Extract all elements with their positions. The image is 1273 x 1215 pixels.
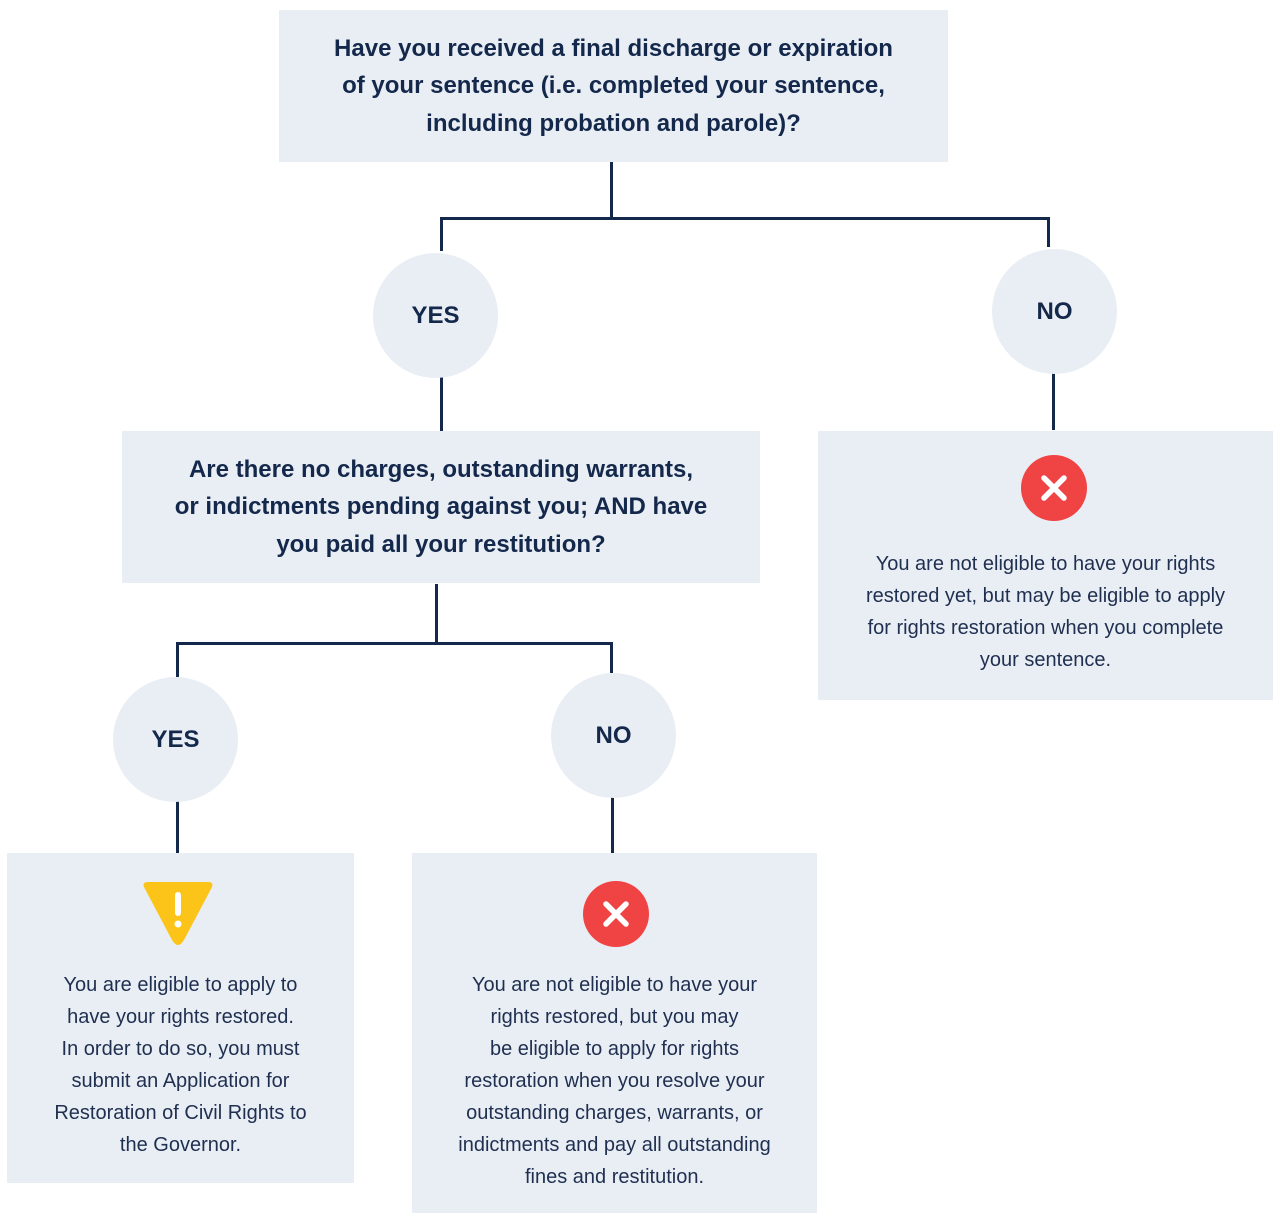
question-line: Have you received a final discharge or e… (334, 34, 893, 62)
connector-q2-yes-down (176, 642, 179, 677)
result-text: You are eligible to apply to have your r… (7, 969, 354, 1161)
connector-q2-no-down (610, 642, 613, 673)
result-line: indictments and pay all outstanding (458, 1134, 771, 1156)
result-line: You are eligible to apply to (63, 974, 298, 996)
warning-triangle-icon (140, 880, 216, 953)
connector-q2-no-to-result (611, 797, 614, 853)
connector-q2-down (435, 584, 438, 644)
result-line: rights restored, but you may (490, 1006, 739, 1028)
result-text: You are not eligible to have your rights… (412, 969, 817, 1193)
connector-q1-down (610, 162, 613, 219)
result-line: Restoration of Civil Rights to (54, 1102, 307, 1124)
question-line: Are there no charges, outstanding warran… (188, 455, 694, 483)
answer-no-circle: NO (992, 249, 1117, 374)
question-line: of your sentence (i.e. completed your se… (342, 72, 885, 100)
result-line: outstanding charges, warrants, or (466, 1102, 763, 1124)
connector-no-to-result (1052, 372, 1055, 430)
result-line: have your rights restored. (67, 1006, 294, 1028)
question-pending-charges: Are there no charges, outstanding warran… (122, 431, 760, 583)
answer-yes-circle: YES (113, 677, 238, 802)
connector-q1-yes-down (440, 217, 443, 251)
connector-yes-to-q2 (440, 376, 443, 431)
result-line: In order to do so, you must (61, 1038, 300, 1060)
result-line: for rights restoration when you complete (867, 617, 1224, 639)
result-line: submit an Application for (71, 1070, 290, 1092)
x-circle-icon (1021, 455, 1087, 526)
result-line: be eligible to apply for rights (489, 1038, 740, 1060)
result-line: restored yet, but may be eligible to app… (865, 585, 1226, 607)
result-line: restoration when you resolve your (464, 1070, 765, 1092)
answer-no-circle: NO (551, 673, 676, 798)
connector-q1-no-down (1047, 217, 1050, 247)
question-line: including probation and parole)? (426, 109, 801, 137)
x-circle-icon (583, 881, 649, 952)
result-line: You are not eligible to have your rights (875, 553, 1216, 575)
connector-q2-branch (176, 642, 613, 645)
result-line: You are not eligible to have your (471, 974, 758, 996)
result-line: your sentence. (979, 649, 1112, 671)
question-line: you paid all your restitution? (276, 530, 606, 558)
answer-yes-circle: YES (373, 253, 498, 378)
connector-q1-branch (440, 217, 1050, 220)
question-final-discharge: Have you received a final discharge or e… (279, 10, 948, 162)
question-line: or indictments pending against you; AND … (174, 493, 708, 521)
result-line: the Governor. (119, 1134, 242, 1156)
connector-q2-yes-to-result (176, 800, 179, 853)
result-text: You are not eligible to have your rights… (818, 548, 1273, 676)
result-line: fines and restitution. (525, 1166, 704, 1188)
